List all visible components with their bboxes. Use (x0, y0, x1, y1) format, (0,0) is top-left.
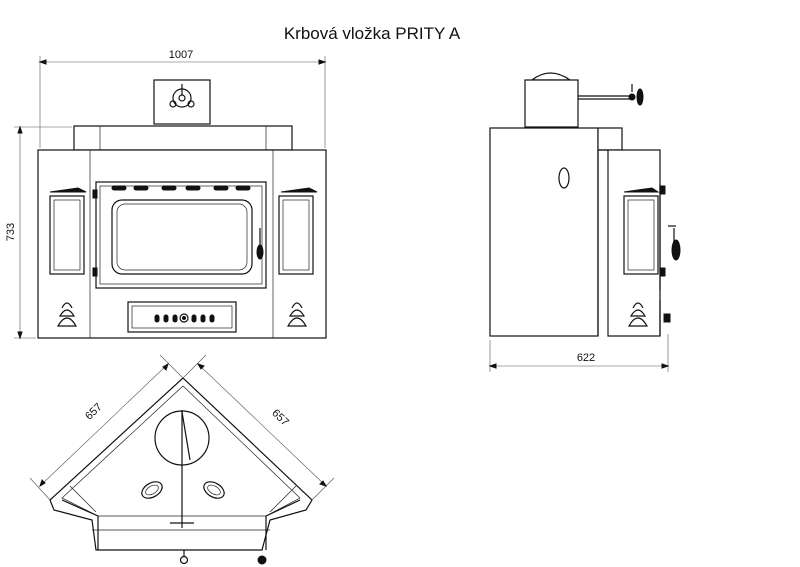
flue-damper-icon (169, 84, 195, 108)
dim-corner-right: 657 (269, 407, 291, 428)
left-grille-icon (56, 302, 78, 327)
dim-corner-left: 657 (83, 401, 105, 422)
drawing-title: Krbová vložka PRITY A (283, 24, 461, 43)
top-view (29, 354, 335, 565)
right-grille-icon (286, 302, 308, 327)
door-handle-icon (256, 228, 264, 260)
front-view (14, 56, 327, 340)
dim-side-depth: 622 (577, 352, 595, 364)
air-regulator-icon (154, 313, 215, 323)
dim-front-height: 733 (5, 223, 17, 241)
side-grille-icon (627, 302, 649, 327)
side-view (488, 72, 681, 372)
dim-front-width: 1007 (169, 49, 193, 61)
